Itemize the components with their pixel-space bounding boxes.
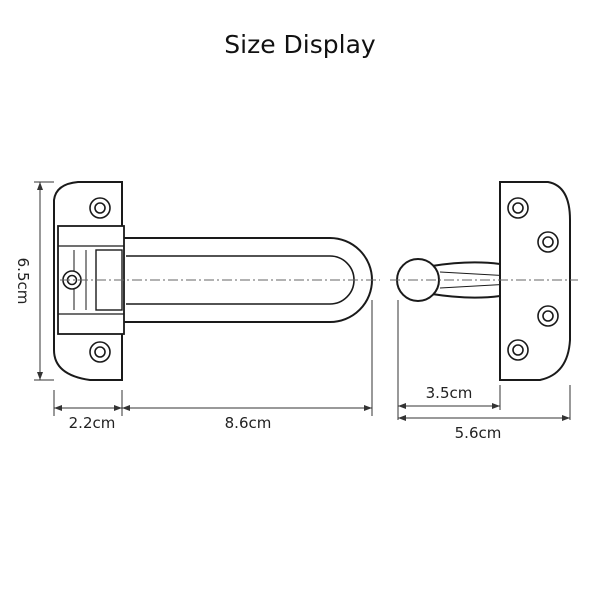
screw-top-left	[89, 197, 111, 219]
dim-label-height: 6.5cm	[14, 258, 32, 305]
screw-upper-right	[537, 231, 559, 253]
swing-bar-part	[53, 181, 373, 381]
dim-label-knob-length: 3.5cm	[426, 384, 473, 402]
screw-bottom-right	[507, 339, 529, 361]
receiver-plate	[499, 181, 571, 381]
screw-bottom-left	[89, 341, 111, 363]
dim-label-arm-length: 8.6cm	[225, 414, 272, 432]
screw-top-right	[507, 197, 529, 219]
dimension-lines	[34, 181, 571, 420]
dimension-arrows	[37, 182, 570, 421]
knob-receiver-part	[396, 181, 571, 381]
screw-lower-right	[537, 305, 559, 327]
dim-label-total-right: 5.6cm	[455, 424, 502, 442]
dim-label-plate-width: 2.2cm	[69, 414, 116, 432]
page-title: Size Display	[224, 30, 376, 59]
